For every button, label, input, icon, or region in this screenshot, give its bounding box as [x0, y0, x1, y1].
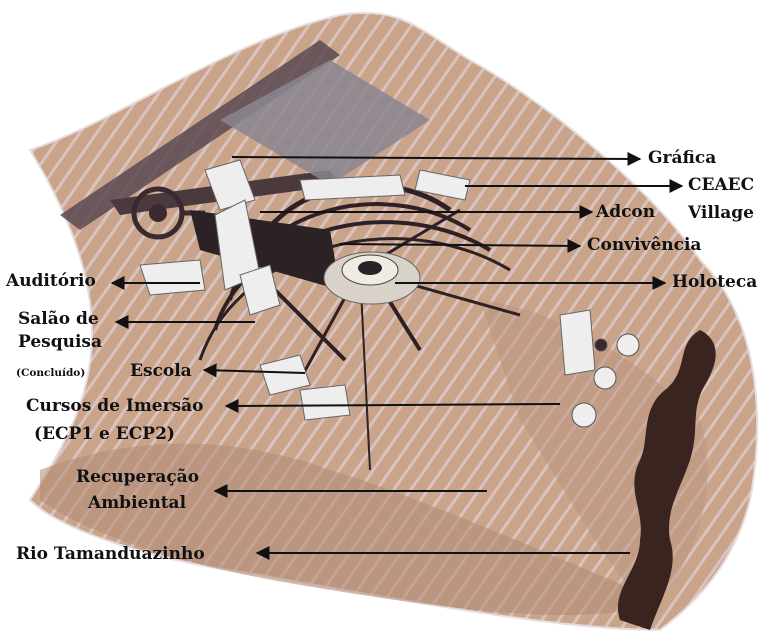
label-village: Village: [688, 204, 754, 223]
label-rio: Rio Tamanduazinho: [16, 545, 205, 564]
label-salao-line1: Salão de: [18, 310, 99, 329]
label-adcon: Adcon: [596, 203, 655, 222]
label-auditorio: Auditório: [6, 272, 96, 291]
holoteca-building: [324, 252, 420, 304]
label-salao-line2: Pesquisa: [18, 333, 102, 352]
label-recuperacao-line1: Recuperação: [76, 468, 199, 487]
label-grafica: Gráfica: [648, 149, 716, 168]
label-convivencia: Convivência: [587, 236, 701, 255]
label-salao-note: (Concluído): [16, 368, 85, 380]
label-holoteca: Holoteca: [672, 273, 757, 292]
label-recuperacao-line2: Ambiental: [88, 494, 186, 513]
label-cursos-line1: Cursos de Imersão: [26, 397, 204, 416]
label-escola: Escola: [130, 362, 192, 381]
label-cursos-line2: (ECP1 e ECP2): [34, 425, 175, 444]
label-ceaec: CEAEC: [688, 176, 754, 195]
